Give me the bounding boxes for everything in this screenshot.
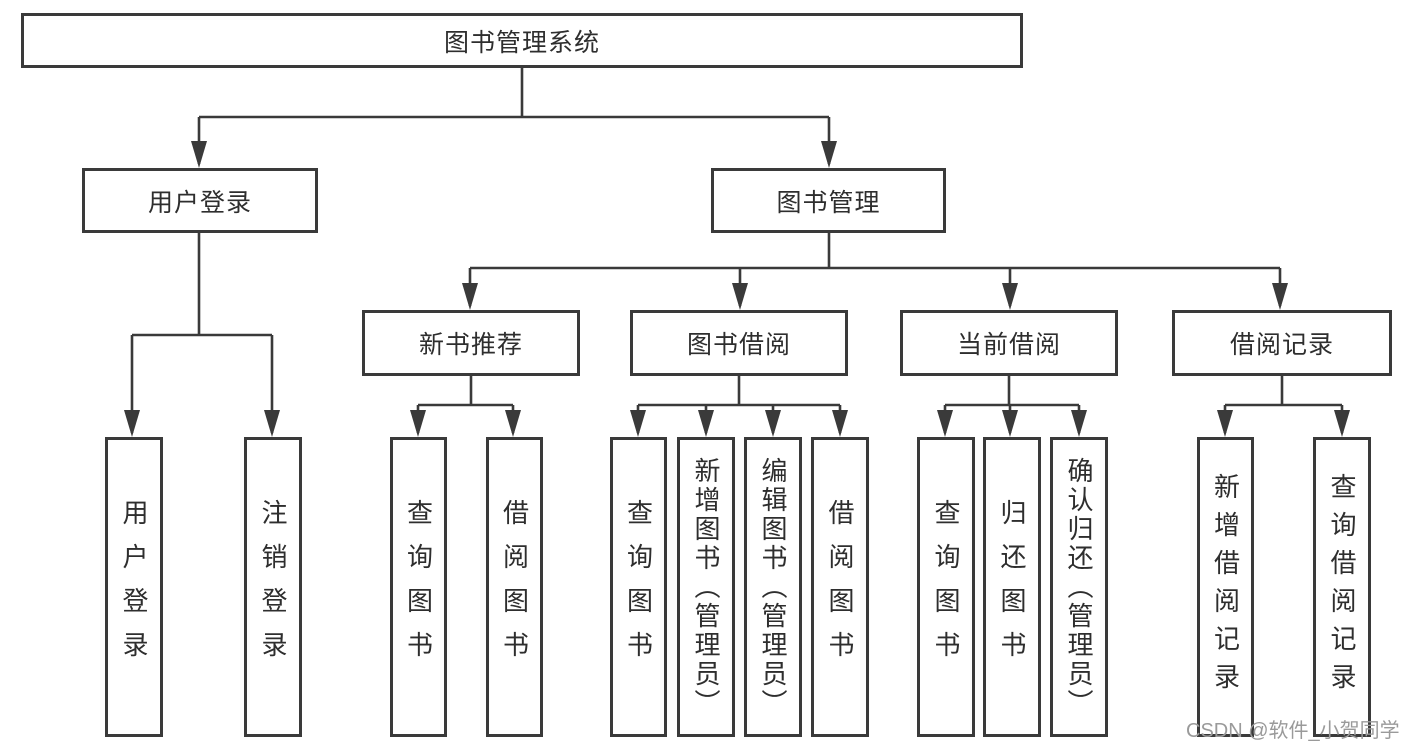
leaf-logout-label: 注销登录 (258, 499, 288, 675)
node-borrow-records: 借阅记录 (1172, 310, 1392, 376)
leaf-edit-books-admin-label: 编辑图书（管理员） (758, 456, 788, 718)
leaf-borrow-query-books-label: 查询图书 (623, 499, 654, 675)
leaf-query-borrow-record-label: 查询借阅记录 (1327, 473, 1357, 701)
leaf-newbook-borrow-books-label: 借阅图书 (499, 499, 530, 675)
node-new-book-recommend: 新书推荐 (362, 310, 580, 376)
node-user-login: 用户登录 (82, 168, 318, 233)
leaf-borrow-borrow-books-label: 借阅图书 (825, 499, 855, 675)
node-user-login-label: 用户登录 (147, 188, 252, 217)
leaf-newbook-query-books: 查询图书 (390, 437, 447, 737)
node-book-borrow: 图书借阅 (630, 310, 848, 376)
node-root-system-label: 图书管理系统 (443, 28, 600, 57)
leaf-add-books-admin-label: 新增图书（管理员） (691, 456, 721, 718)
leaf-add-books-admin: 新增图书（管理员） (677, 437, 735, 737)
csdn-watermark: CSDN @软件_小贺同学 (1186, 720, 1400, 742)
node-new-book-recommend-label: 新书推荐 (418, 331, 523, 359)
leaf-query-borrow-record: 查询借阅记录 (1313, 437, 1371, 737)
node-borrow-records-label: 借阅记录 (1229, 331, 1334, 359)
node-current-borrow-label: 当前借阅 (956, 331, 1061, 359)
leaf-return-books: 归还图书 (983, 437, 1041, 737)
leaf-add-borrow-record: 新增借阅记录 (1197, 437, 1254, 737)
leaf-borrow-query-books: 查询图书 (610, 437, 667, 737)
node-book-management-label: 图书管理 (776, 188, 881, 217)
node-current-borrow: 当前借阅 (900, 310, 1118, 376)
leaf-user-login: 用户登录 (105, 437, 163, 737)
leaf-current-query-books-label: 查询图书 (931, 499, 961, 675)
leaf-current-query-books: 查询图书 (917, 437, 975, 737)
leaf-user-login-label: 用户登录 (119, 499, 149, 675)
leaf-confirm-return-admin-label: 确认归还（管理员） (1064, 456, 1094, 718)
leaf-confirm-return-admin: 确认归还（管理员） (1050, 437, 1108, 737)
node-root-system: 图书管理系统 (21, 13, 1023, 68)
leaf-return-books-label: 归还图书 (997, 499, 1027, 675)
leaf-borrow-borrow-books: 借阅图书 (811, 437, 869, 737)
leaf-newbook-query-books-label: 查询图书 (403, 499, 434, 675)
leaf-add-borrow-record-label: 新增借阅记录 (1210, 473, 1241, 701)
node-book-borrow-label: 图书借阅 (686, 331, 791, 359)
leaf-newbook-borrow-books: 借阅图书 (486, 437, 543, 737)
leaf-edit-books-admin: 编辑图书（管理员） (744, 437, 802, 737)
node-book-management: 图书管理 (711, 168, 946, 233)
leaf-logout: 注销登录 (244, 437, 302, 737)
